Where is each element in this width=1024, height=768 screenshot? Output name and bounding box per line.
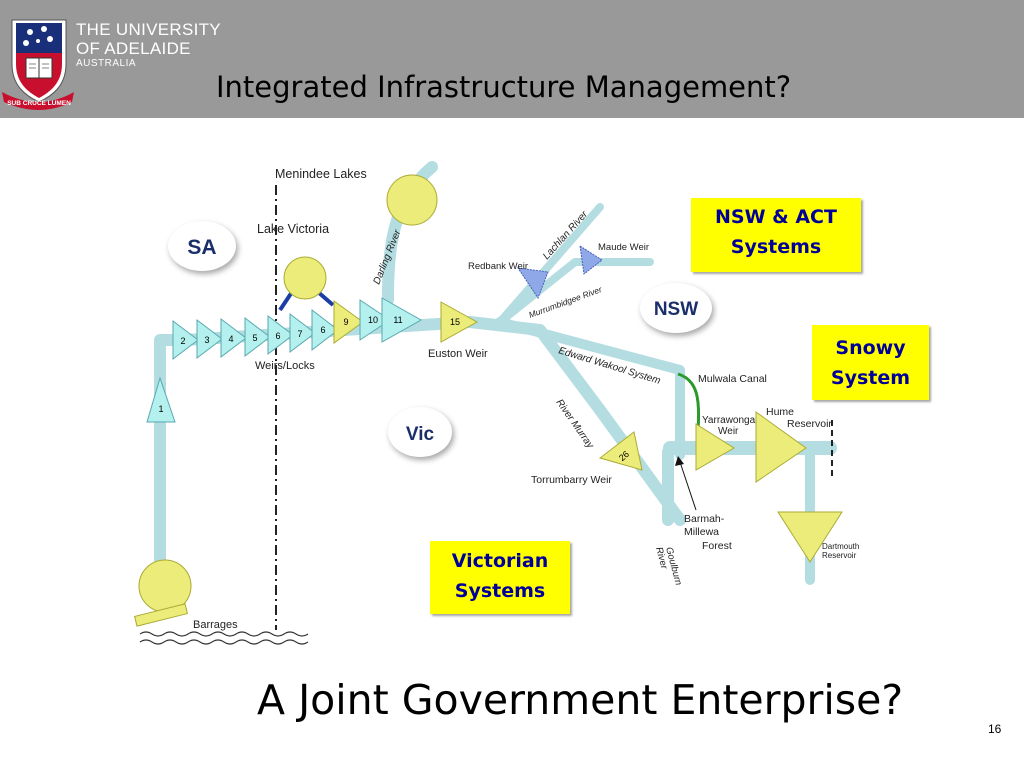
lake-victoria-connector-left	[278, 290, 294, 312]
mulwala-canal-line	[677, 372, 701, 431]
yarrawonga-weir-label-1: Yarrawonga	[702, 415, 756, 426]
logo-line-2: OF ADELAIDE	[76, 39, 191, 58]
page-number: 16	[988, 722, 1002, 736]
crest-motto: SUB CRUCE LUMEN	[7, 100, 71, 107]
barrages-marker	[133, 603, 189, 627]
lock-11-marker	[381, 297, 423, 343]
lock-15-marker	[440, 301, 479, 343]
snowy-callout-line-1: Snowy	[835, 337, 906, 359]
lock-15-label: 15	[450, 317, 460, 327]
lock-7-marker	[289, 312, 316, 354]
barmah-forest-label-2: Millewa	[684, 526, 719, 538]
nsw-act-callout-line-2: Systems	[730, 236, 822, 258]
barmah-forest-label-3: Forest	[702, 540, 732, 552]
lake-victoria-connector-right	[316, 290, 335, 307]
lock-2-marker	[172, 319, 199, 361]
lock-5-label: 5	[252, 333, 257, 343]
barmah-forest-label-1: Barmah-	[684, 513, 725, 525]
sa-region-bubble	[168, 221, 236, 271]
maude-weir-label: Maude Weir	[598, 242, 649, 253]
hume-reservoir-marker	[755, 411, 807, 483]
lake-victoria-storage	[283, 256, 327, 300]
locks-and-weirs: 1 2 3 4 5 6 7 6 9 10 11 15 26	[146, 244, 843, 563]
vic-region-label: Vic	[406, 424, 435, 445]
murrumbidgee-channel	[496, 258, 654, 326]
university-crest-logo: SUB CRUCE LUMEN	[2, 19, 74, 110]
yarrawonga-weir-marker	[695, 423, 735, 471]
lock-10-marker	[359, 299, 391, 341]
lock-26-marker	[598, 431, 643, 471]
nsw-region-bubble	[640, 283, 712, 333]
euston-weir-label: Euston Weir	[428, 348, 488, 360]
lock-5-marker	[244, 316, 271, 358]
nsw-act-systems-callout: NSW & ACT Systems	[691, 198, 861, 272]
dartmouth-reservoir-label-1: Dartmouth	[822, 542, 859, 551]
lock-1-label: 1	[158, 404, 163, 414]
lock-11-label: 11	[393, 315, 402, 325]
torrumbarry-weir-label: Torrumbarry Weir	[531, 474, 612, 486]
lock-10-label: 10	[368, 315, 378, 325]
footer-question: A Joint Government Enterprise?	[257, 676, 904, 724]
redbank-weir-label: Redbank Weir	[468, 261, 528, 272]
lock-7-label: 7	[297, 329, 302, 339]
nsw-act-callout-line-1: NSW & ACT	[715, 206, 837, 228]
lock-4-label: 4	[228, 334, 233, 344]
lock-1-marker	[146, 376, 176, 423]
lock-2-label: 2	[180, 336, 185, 346]
lachlan-channel	[496, 203, 604, 326]
victorian-callout-line-2: Systems	[454, 580, 546, 602]
university-name: THE UNIVERSITY OF ADELAIDE AUSTRALIA	[76, 20, 221, 70]
hume-reservoir-label-1: Hume	[766, 406, 794, 418]
lock-8-label: 6	[320, 325, 325, 335]
menindee-lakes-label: Menindee Lakes	[275, 167, 367, 181]
edward-wakool-channel	[495, 317, 685, 460]
barrages-label: Barrages	[193, 619, 238, 631]
sa-region-label: SA	[187, 236, 216, 259]
redbank-weir-marker	[516, 267, 549, 300]
lock-9-marker	[333, 300, 364, 344]
logo-line-3: AUSTRALIA	[76, 58, 137, 69]
dartmouth-reservoir-marker	[777, 511, 843, 563]
lock-6-marker	[267, 314, 294, 356]
header-banner	[0, 0, 1024, 118]
nsw-region-label: NSW	[654, 299, 698, 320]
yarrawonga-weir-label-2: Weir	[718, 426, 739, 437]
place-labels: Menindee Lakes Lake Victoria Euston Weir…	[193, 167, 859, 631]
vic-region-bubble	[388, 407, 452, 457]
barmah-pointer-line	[679, 461, 697, 511]
dartmouth-reservoir-label-2: Reservoir	[822, 551, 857, 560]
menindee-lakes-storage	[386, 174, 438, 226]
lock-6-label: 6	[275, 331, 280, 341]
region-bubbles: SA NSW Vic	[168, 221, 712, 457]
lock-3-label: 3	[204, 335, 209, 345]
lock-26-label: 26	[617, 449, 631, 463]
snowy-callout-line-2: System	[830, 367, 911, 389]
weirs-locks-label: Weirs/Locks	[255, 360, 315, 372]
lake-victoria-label: Lake Victoria	[257, 222, 329, 236]
lock-8-marker	[311, 308, 339, 352]
slide-title: Integrated Infrastructure Management?	[216, 70, 792, 104]
mulwala-canal-label: Mulwala Canal	[698, 373, 767, 385]
hume-reservoir-label-2: Reservoir	[787, 418, 832, 430]
lock-4-marker	[220, 317, 247, 359]
victorian-callout-line-1: Victorian	[451, 550, 549, 572]
victorian-systems-callout: Victorian Systems	[430, 541, 570, 614]
snowy-system-callout: Snowy System	[812, 325, 929, 400]
lock-9-label: 9	[343, 317, 348, 327]
sea-waves	[139, 631, 309, 645]
logo-line-1: THE UNIVERSITY	[76, 20, 221, 39]
maude-weir-marker	[579, 244, 603, 275]
barmah-pointer-arrowhead	[675, 456, 684, 466]
lock-3-marker	[196, 318, 223, 360]
